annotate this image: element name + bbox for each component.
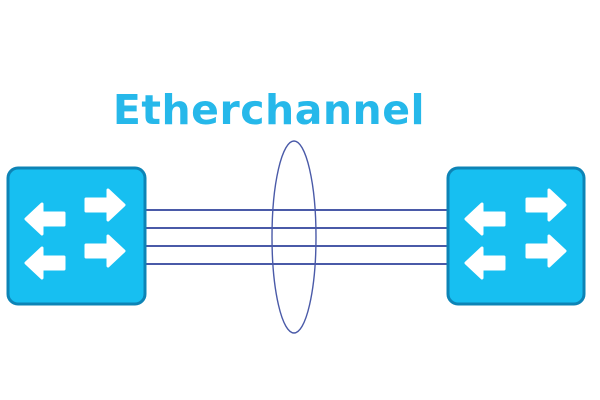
switch-left-body xyxy=(6,166,147,306)
switch-right-body xyxy=(446,166,586,306)
bundle-ellipse xyxy=(271,140,317,334)
etherchannel-links xyxy=(146,209,448,265)
switch-right xyxy=(446,166,586,306)
diagram-title: Etherchannel xyxy=(112,86,426,134)
switch-left xyxy=(6,166,147,306)
